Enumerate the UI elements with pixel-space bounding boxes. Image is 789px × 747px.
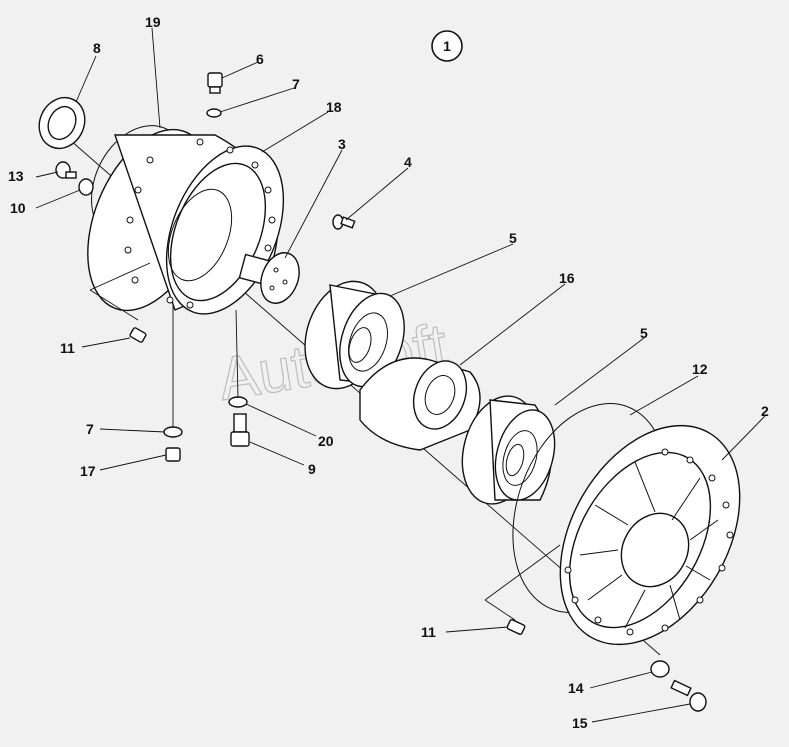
callout-5-upper: 5 xyxy=(509,230,517,246)
callout-3: 3 xyxy=(338,136,346,152)
leader-12 xyxy=(629,375,699,416)
callout-7-lower: 7 xyxy=(86,421,94,437)
callout-19: 19 xyxy=(145,14,161,30)
leader-13 xyxy=(35,171,59,178)
callout-4: 4 xyxy=(404,154,412,170)
callout-8: 8 xyxy=(93,40,101,56)
leader-20 xyxy=(245,403,317,437)
washer-14-part xyxy=(650,660,670,678)
leader-5-lower xyxy=(554,337,645,406)
leader-11-upper xyxy=(81,337,131,348)
leader-10 xyxy=(35,189,81,209)
leader-18 xyxy=(261,111,329,153)
nut-17-part xyxy=(165,447,181,462)
leader-5-upper xyxy=(389,243,514,297)
cover-part xyxy=(559,424,741,646)
splined-hub-part xyxy=(238,252,300,304)
washer-upper-part xyxy=(206,108,222,118)
leader-9 xyxy=(249,441,305,466)
leader-7-upper xyxy=(219,87,295,113)
figure-number-circle xyxy=(431,30,463,62)
callout-13: 13 xyxy=(8,168,24,184)
callout-2: 2 xyxy=(761,403,769,419)
leader-19 xyxy=(151,27,161,129)
leader-4 xyxy=(345,167,409,221)
leader-14 xyxy=(589,671,653,689)
callout-12: 12 xyxy=(692,361,708,377)
set-screw-upper-part xyxy=(129,327,147,343)
leader-7-lower xyxy=(99,428,166,433)
callout-10: 10 xyxy=(10,200,26,216)
callout-9: 9 xyxy=(308,461,316,477)
washer-20-part xyxy=(228,396,248,408)
gear-carrier-part xyxy=(359,357,481,451)
callout-18: 18 xyxy=(326,99,342,115)
callout-15: 15 xyxy=(572,715,588,731)
bolt-13-part xyxy=(55,161,77,179)
leader-17 xyxy=(99,454,167,471)
callout-11-lower: 11 xyxy=(421,624,436,640)
callout-11-upper: 11 xyxy=(60,340,75,356)
callout-14: 14 xyxy=(568,680,584,696)
callout-17: 17 xyxy=(80,463,96,479)
bolt-4-part xyxy=(332,214,356,230)
bolt-15-part xyxy=(670,679,707,712)
callout-16: 16 xyxy=(559,270,575,286)
washer-10-part xyxy=(78,178,94,196)
bearing-upper-part xyxy=(304,280,405,390)
leader-16 xyxy=(459,283,566,366)
leader-2 xyxy=(721,415,766,461)
oil-seal-part xyxy=(38,96,86,150)
bolt-9-part xyxy=(230,413,250,447)
leader-6 xyxy=(221,61,259,79)
callout-6: 6 xyxy=(256,51,264,67)
leader-15 xyxy=(591,703,691,723)
leader-8 xyxy=(75,55,97,103)
leader-11-lower xyxy=(445,626,509,633)
plug-part xyxy=(207,72,223,94)
figure-number-badge: 1 xyxy=(431,30,463,62)
bearing-lower-part xyxy=(461,395,556,505)
callout-5-lower: 5 xyxy=(640,325,648,341)
figure-number: 1 xyxy=(443,38,451,54)
washer-lower-part xyxy=(163,426,183,438)
set-screw-lower-part xyxy=(506,619,526,635)
leader-3 xyxy=(284,149,343,259)
callout-7-upper: 7 xyxy=(292,76,300,92)
callout-20: 20 xyxy=(318,433,334,449)
